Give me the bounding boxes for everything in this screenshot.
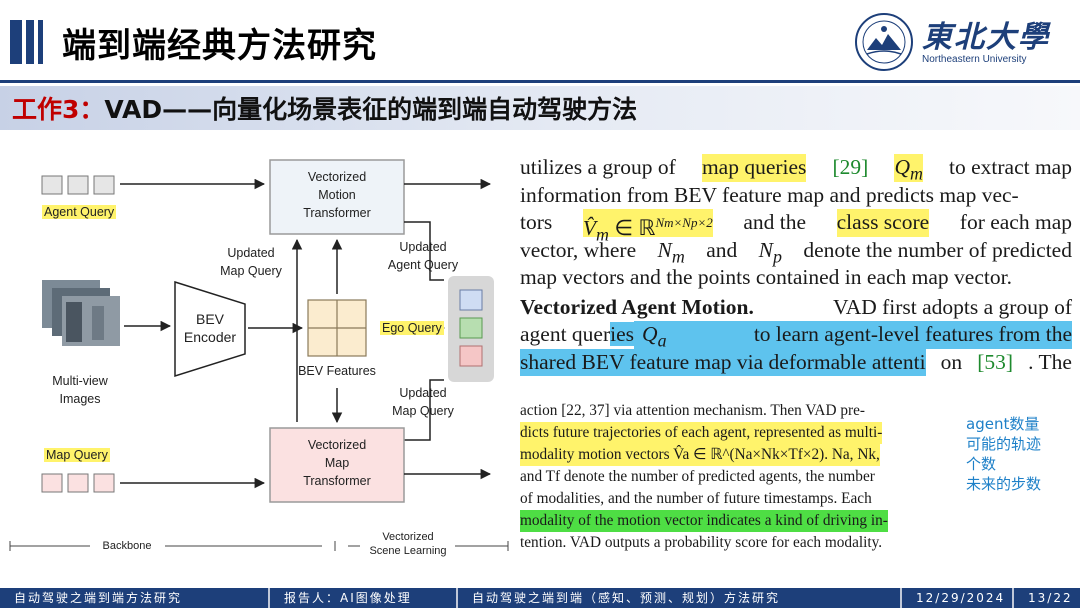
slide-subtitle: 工作3：VAD——向量化场景表征的端到端自动驾驶方法 [12, 90, 637, 126]
paper-excerpt: utilizes a group of map queries [29] Qm … [520, 154, 1072, 376]
footer-page-number: 13/22 [1028, 591, 1073, 605]
paper-line: map vectors and the points contained in … [520, 265, 1012, 289]
updated-map-query-top-label: Updated Map Query [220, 246, 282, 278]
updated-map-query-bottom-label: Updated Map Query [392, 386, 454, 418]
title-bar-decoration [10, 20, 50, 64]
university-name-logo: 東北大學 Northeastern University [922, 12, 1072, 72]
backbone-label: Backbone [102, 540, 152, 552]
map-query-tokens [41, 473, 115, 493]
bev-encoder-shape [174, 280, 246, 378]
paper-line: agent queries Qa to learn agent-level fe… [520, 321, 1072, 351]
multi-view-images [42, 280, 120, 346]
paper-line: Vectorized Agent Motion. VAD first adopt… [520, 294, 1072, 322]
footer-report-title: 自动驾驶之端到端（感知、预测、规划）方法研究 [458, 588, 902, 608]
paper-line: tention. VAD outputs a probability score… [520, 534, 883, 551]
paper-line: and Tf denote the number of predicted ag… [520, 468, 875, 485]
agent-query-label: Agent Query [42, 205, 117, 219]
footer-course-title: 自动驾驶之端到端方法研究 [0, 588, 270, 608]
multi-view-images-label: Multi-view Images [52, 374, 108, 406]
paper-line: modality motion vectors V̂a ∈ ℝ^(Na×Nk×T… [520, 444, 958, 466]
architecture-diagram [9, 159, 509, 551]
university-english-name: Northeastern University [922, 54, 1027, 65]
agent-query-tokens [41, 175, 115, 195]
paper-line: shared BEV feature map via deformable at… [520, 348, 1072, 376]
map-transformer-label: Vectorized Map Transformer [303, 438, 371, 488]
handwritten-annotation: agent数量 可能的轨迹 个数 未来的步数 [966, 415, 1042, 493]
paper-line: action [22, 37] via attention mechanism.… [520, 402, 865, 419]
slide-title: 端到端经典方法研究 [62, 26, 377, 66]
motion-transformer-box [269, 159, 405, 235]
section-heading: Vectorized Agent Motion. [520, 294, 754, 319]
paper-line: of modalities, and the number of future … [520, 490, 872, 507]
paper-line: tors V̂m ∈ ℝNm×Np×2 and the class score … [520, 209, 1072, 245]
motion-transformer-label: Vectorized Motion Transformer [303, 170, 371, 220]
university-seal-logo [855, 13, 913, 71]
work-number: 工作3： [12, 95, 105, 124]
paper-line: vector, where Nm and Np denote the numbe… [520, 237, 1072, 266]
university-chinese-name: 東北大學 [922, 20, 1050, 55]
map-transformer-box [269, 427, 405, 503]
bev-features-grid [307, 299, 367, 357]
bev-encoder-label: BEV Encoder [183, 311, 237, 345]
paper-line: information from BEV feature map and pre… [520, 182, 1019, 207]
subtitle-band: 工作3：VAD——向量化场景表征的端到端自动驾驶方法 [0, 86, 1080, 130]
footer-date: 12/29/2024 [902, 588, 1014, 608]
subtitle-text: VAD——向量化场景表征的端到端自动驾驶方法 [104, 95, 638, 124]
scene-learning-label: Vectorized Scene Learning [369, 531, 447, 557]
bev-features-label: BEV Features [298, 364, 376, 378]
map-query-label: Map Query [44, 448, 110, 462]
paper-excerpt-small: action [22, 37] via attention mechanism.… [520, 400, 958, 554]
paper-line: modality of the motion vector indicates … [520, 510, 958, 532]
slide-footer: 自动驾驶之端到端方法研究 报告人：AI图像处理 自动驾驶之端到端（感知、预测、规… [0, 588, 1080, 608]
updated-agent-query-label: Updated Agent Query [387, 240, 459, 272]
paper-line: utilizes a group of map queries [29] Qm … [520, 154, 1072, 184]
paper-line: dicts future trajectories of each agent,… [520, 422, 958, 444]
title-divider [0, 80, 1080, 83]
ego-query-label: Ego Query [380, 321, 444, 335]
footer-presenter: 报告人：AI图像处理 [270, 588, 458, 608]
vad-architecture-figure: Agent Query Vectorized Motion Transforme… [0, 144, 512, 564]
